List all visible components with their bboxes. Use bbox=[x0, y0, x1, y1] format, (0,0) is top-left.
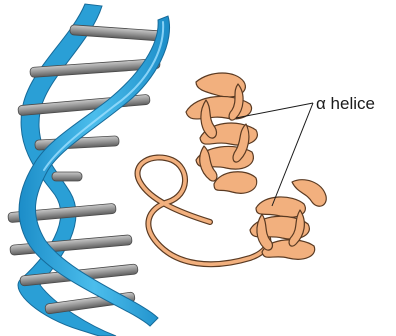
base-pair bbox=[52, 172, 82, 181]
alpha-helix-upper bbox=[186, 73, 257, 193]
alpha-helix-lower bbox=[250, 180, 326, 260]
dna-double-helix bbox=[8, 4, 170, 336]
protein-ribbon bbox=[138, 73, 327, 264]
alpha-helix-label: α helice bbox=[316, 94, 375, 113]
